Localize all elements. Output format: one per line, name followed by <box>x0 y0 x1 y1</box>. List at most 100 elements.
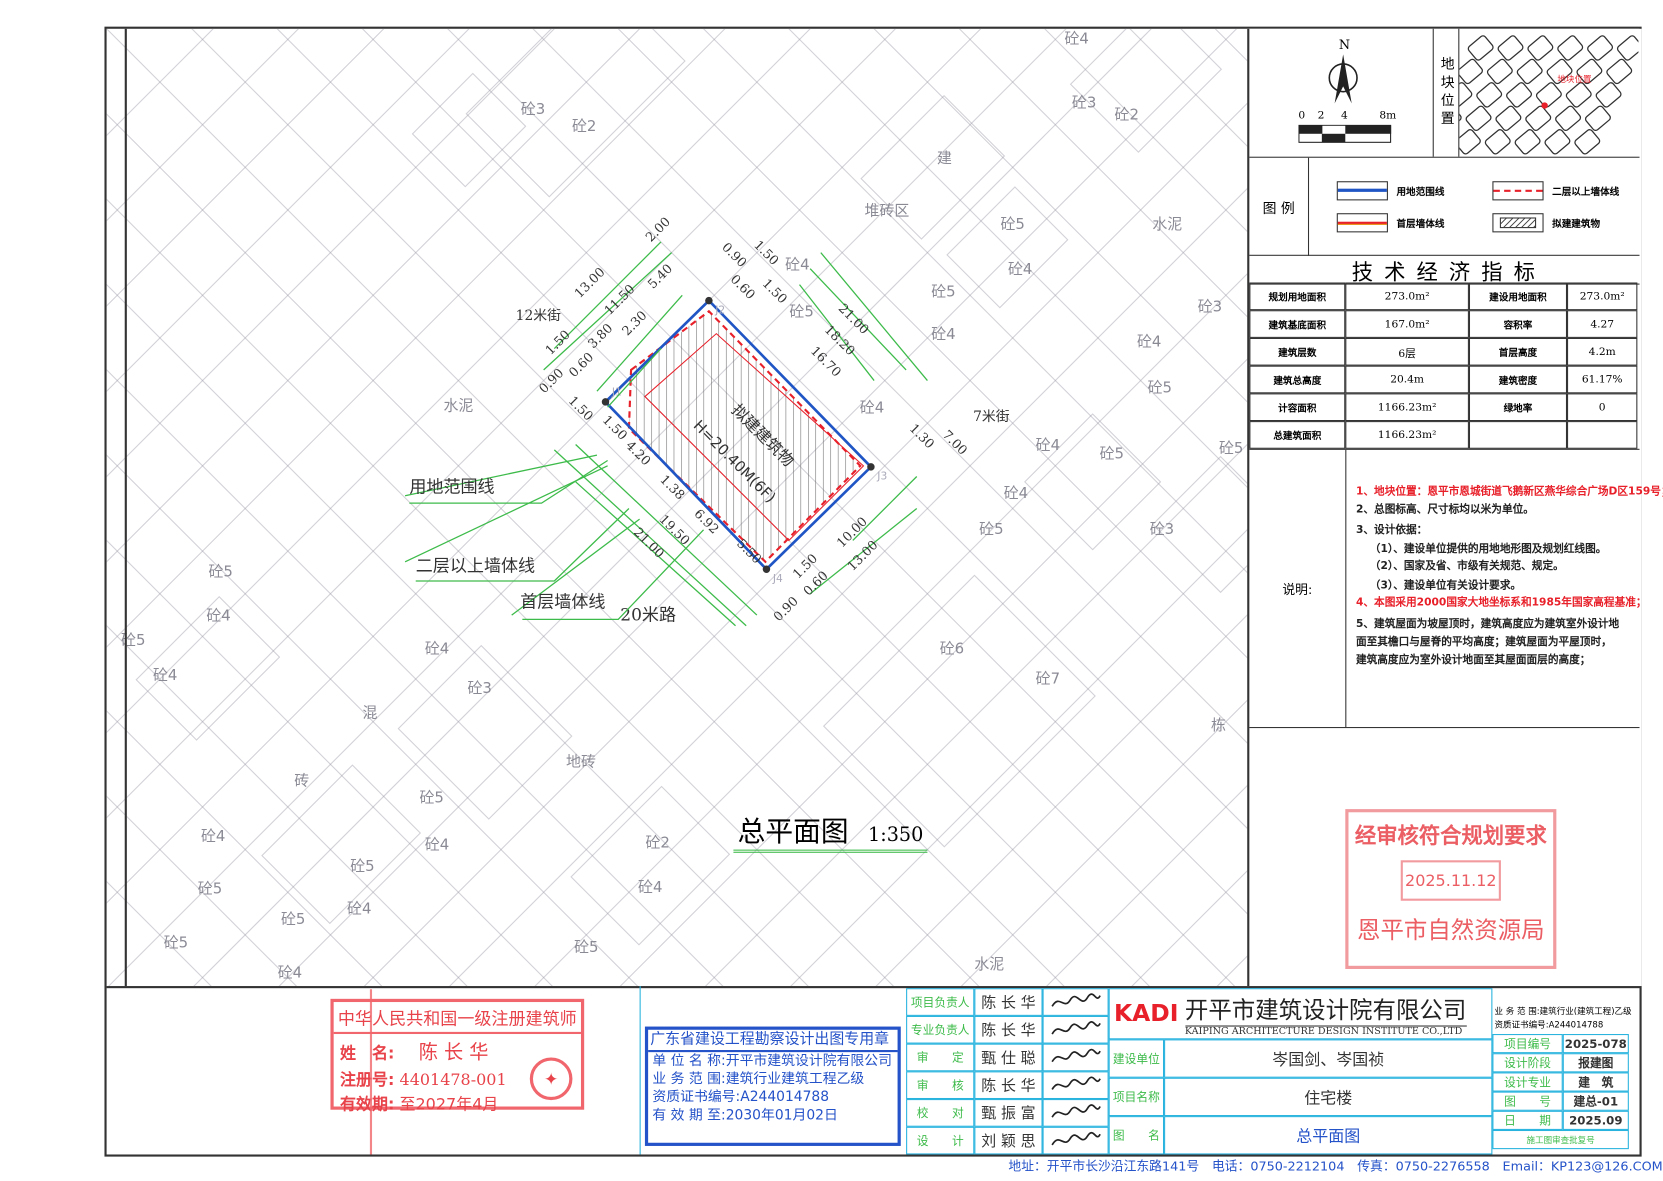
boundary-point <box>705 296 713 305</box>
meta-label: 项目编号 <box>1492 1034 1563 1054</box>
indicator-label: 规划用地面积 <box>1249 282 1346 311</box>
project-field-value: 岑国剑、岑国祯 <box>1164 1039 1493 1078</box>
company-header: KADI 开平市建筑设计院有限公司 KAIPING ARCHITECTURE D… <box>1108 988 1493 1040</box>
notes-box: 说明: <box>1249 448 1640 729</box>
hatched-building-swatch <box>1492 213 1544 233</box>
meta-label: 图 号 <box>1492 1091 1563 1111</box>
valid-date: 至2027年4月 <box>399 1094 499 1114</box>
note-line: （2）、国家及省、市级有关规范、规定。 <box>1369 560 1564 573</box>
map-label: 砼4 <box>201 827 225 845</box>
dimension-label: 2.30 <box>620 308 651 339</box>
indicator-label: 首层高度 <box>1468 337 1568 366</box>
map-label: 砼5 <box>789 303 813 321</box>
design-stamp: 广东省建设工程勘察设计出图专用章 单 位 名 称:开平市建筑设计院有限公司 业 … <box>644 1026 901 1146</box>
drawing-title-text: 总平面图 <box>737 816 849 849</box>
map-label: 砼4 <box>278 964 302 982</box>
dimension-label: 11.50 <box>602 282 638 318</box>
approval-authority: 恩平市自然资源局 <box>1357 917 1545 945</box>
annotation-street_12m: 12米街 <box>516 308 561 324</box>
map-label: 砼3 <box>1198 297 1222 315</box>
indicator-value: 0 <box>1567 393 1638 422</box>
point-label: J1 <box>611 385 622 398</box>
meta-value: 建总-01 <box>1562 1091 1629 1111</box>
scale-bar <box>1298 124 1392 143</box>
map-label: 砼4 <box>425 639 449 657</box>
meta-label: 日 期 <box>1492 1110 1563 1130</box>
dimension-label: 1.50 <box>543 328 574 359</box>
note-line: 1、地块位置：恩平市恩城街道飞鹅新区燕华综合广场D区159号； <box>1355 486 1663 498</box>
annotation-street_7m: 7米街 <box>973 409 1010 425</box>
map-label: 砼5 <box>979 520 1003 538</box>
map-label: 砼4 <box>347 900 371 918</box>
signature-role: 项目负责人 <box>906 988 975 1016</box>
meta-label: 设计专业 <box>1492 1072 1563 1092</box>
map-label: 砼5 <box>208 563 232 581</box>
legend-label: 拟建建筑物 <box>1552 219 1601 231</box>
project-field-value: 总平面图 <box>1164 1116 1493 1155</box>
map-label: 砼5 <box>198 879 222 897</box>
indicator-label: 计容面积 <box>1249 393 1346 422</box>
indicator-label: 建筑层数 <box>1249 337 1346 366</box>
indicator-value: 273.0m² <box>1567 282 1638 311</box>
location-map: 地块位置 <box>1459 35 1639 155</box>
signature-name: 甄 仕 聪 <box>974 1043 1043 1072</box>
indicator-value: 1166.23m² <box>1345 393 1469 422</box>
north-arrow-box: N 0 2 4 8m <box>1249 28 1434 157</box>
annotation-road_20m: 20米路 <box>620 605 676 625</box>
map-label: 砼4 <box>1036 436 1060 454</box>
legend-label: 用地范围线 <box>1396 187 1445 199</box>
upper-wall-swatch <box>1492 181 1544 201</box>
boundary-point <box>762 565 771 573</box>
legend-label: 二层以上墙体线 <box>1552 187 1620 199</box>
design-stamp-cert: 资质证书编号:A244014788 <box>652 1089 830 1106</box>
dimension-label: 1.50 <box>565 394 596 425</box>
dimension-label: 3.80 <box>586 321 617 352</box>
map-label: 混 <box>362 703 377 721</box>
map-label: 堆砖区 <box>865 201 910 219</box>
map-label: 地砖 <box>566 752 596 770</box>
architect-stamp: 中华人民共和国一级注册建筑师 姓 名: 陈 长 华 注册号: 4401478-0… <box>330 998 585 1114</box>
valid-label: 有效期: <box>340 1094 395 1114</box>
handwritten-signature <box>1042 1071 1109 1100</box>
map-label: 砼3 <box>1072 94 1096 112</box>
signature-role: 审 核 <box>906 1071 975 1100</box>
point-label: J2 <box>714 303 725 316</box>
project-field-label: 建设单位 <box>1108 1039 1165 1078</box>
design-stamp-title: 广东省建设工程勘察设计出图专用章 <box>648 1030 898 1053</box>
map-label: 砼5 <box>350 857 374 875</box>
meta-label: 设计阶段 <box>1492 1053 1563 1073</box>
map-label: 砼4 <box>638 878 662 896</box>
indicator-value: 1166.23m² <box>1345 421 1469 449</box>
legend: 图 例 用地范围线 二层以上墙体线 首层墙体线 拟建建筑物 <box>1249 156 1640 256</box>
note-line: 4、本图采用2000国家大地坐标系和1985年国家高程基准； <box>1355 596 1647 609</box>
indicator-label: 绿地率 <box>1468 393 1568 422</box>
map-label: 砼4 <box>785 256 809 274</box>
map-label: 砼5 <box>1148 378 1172 396</box>
emblem-icon: ✦ <box>529 1057 573 1101</box>
meta-value: 报建图 <box>1562 1053 1629 1073</box>
indicator-value: 6层 <box>1345 337 1469 366</box>
indicator-label: 总建筑面积 <box>1249 421 1346 449</box>
location-marker: 地块位置 <box>1557 74 1592 85</box>
meta-label: 施工图审查批复号 <box>1492 1129 1629 1150</box>
dimension-label: 7.00 <box>939 428 970 459</box>
note-line: （1）、建设单位提供的用地地形图及规划红线图。 <box>1369 543 1607 556</box>
map-label: 砼5 <box>574 938 598 956</box>
company-name-en: KAIPING ARCHITECTURE DESIGN INSTITUTE CO… <box>1184 1024 1467 1037</box>
footer-address: 地址：开平市长沙沿江东路141号 电话：0750-2212104 传真：0750… <box>1008 1158 1663 1174</box>
signature-name: 甄 振 富 <box>974 1099 1043 1127</box>
indicator-value: 61.17% <box>1567 365 1638 394</box>
approval-stamp: 经审核符合规划要求 2025.11.12 恩平市自然资源局 <box>1345 809 1557 969</box>
drawing-scale: 1:350 <box>868 824 924 847</box>
map-label: 建 <box>937 149 952 167</box>
note-line: 2、总图标高、尺寸标均以米为单位。 <box>1355 504 1534 516</box>
map-label: 砼3 <box>468 679 492 697</box>
architect-stamp-title: 中华人民共和国一级注册建筑师 <box>333 1002 581 1035</box>
handwritten-signature <box>1042 1099 1109 1127</box>
dimension-label: 21.00 <box>630 525 666 561</box>
scale-tick: 8m <box>1379 109 1397 122</box>
company-name-cn: 开平市建筑设计院有限公司 <box>1184 997 1467 1024</box>
